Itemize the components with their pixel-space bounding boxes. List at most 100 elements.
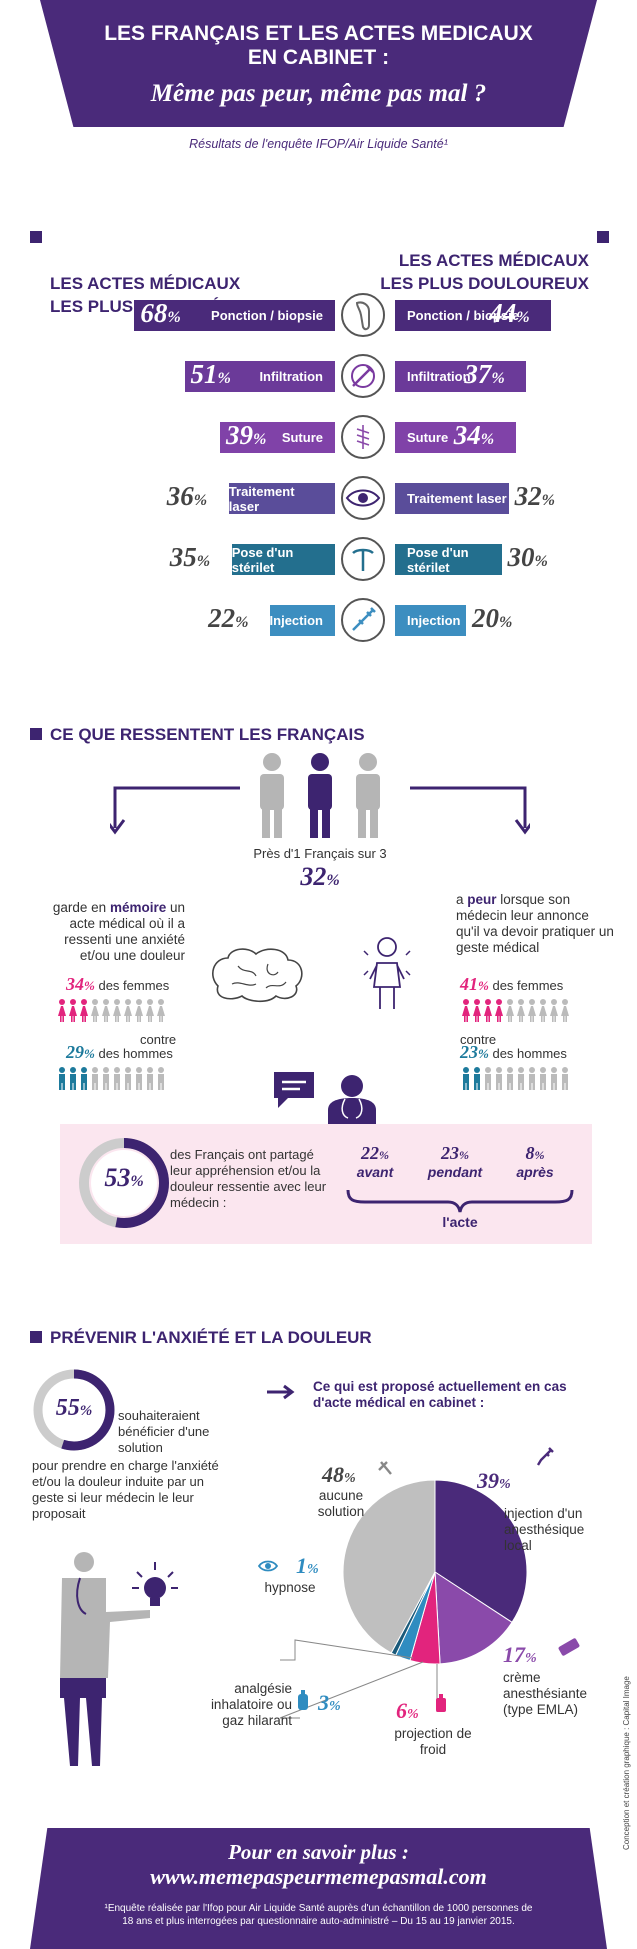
women-label: des femmes <box>492 978 564 993</box>
painful-bar: Traitement laser <box>395 483 509 514</box>
percent-sign: % <box>541 492 555 509</box>
footer-url-link[interactable]: www.memepaspeurmemepasmal.com <box>150 1864 487 1889</box>
doctor-idea-icon <box>60 1552 178 1766</box>
percent-sign: % <box>193 492 208 509</box>
painful-bar: Suture <box>395 422 516 453</box>
fear-post: lorsque son médecin leur annonce qu'il v… <box>456 892 614 955</box>
feared-percent: 39% <box>226 420 266 451</box>
painful-bar: Injection <box>395 605 466 636</box>
wish-text-b: pour prendre en charge l'anxiété et/ou l… <box>32 1458 219 1521</box>
man-icon <box>92 1067 98 1090</box>
woman-icon <box>517 999 525 1022</box>
painful-bar-label: Infiltration <box>407 369 471 384</box>
left-women-pictogram <box>56 998 168 1029</box>
percent-sign: % <box>252 431 267 448</box>
feared-bar: Injection <box>270 605 335 636</box>
suture-icon <box>341 415 385 459</box>
percent-sign: % <box>534 553 548 570</box>
percent-sign: % <box>217 370 231 387</box>
painful-bar-label: Pose d'un stérilet <box>407 544 469 575</box>
pie-slice-value: 6% <box>396 1698 419 1723</box>
men-label: des hommes <box>492 1046 567 1061</box>
survey-source: Résultats de l'enquête IFOP/Air Liquide … <box>189 137 448 151</box>
credit-wrap: Conception et création graphique : Capit… <box>622 1676 634 1862</box>
timing-label: après <box>516 1164 554 1180</box>
prevent-title: PRÉVENIR L'ANXIÉTÉ ET LA DOULEUR <box>30 1303 372 1349</box>
woman-icon <box>124 999 132 1022</box>
bullet-square-icon <box>30 231 42 243</box>
percent-sign: % <box>480 431 495 448</box>
pie-slice-value: 39% <box>477 1468 511 1493</box>
painful-percent: 34% <box>454 420 494 451</box>
three-people-icon <box>260 753 380 838</box>
pie-slice-value: 3% <box>318 1690 341 1715</box>
painful-bar: Infiltration <box>395 361 527 392</box>
pie-slice-label: analgésie inhalatoire ou gaz hilarant <box>210 1681 292 1728</box>
painful-value: 44 <box>489 298 517 328</box>
painful-value: 32 <box>514 481 542 511</box>
woman-icon <box>462 999 470 1022</box>
syringe-icon <box>535 1446 561 1477</box>
brain-icon <box>212 948 303 1003</box>
percent-sign: % <box>167 309 181 326</box>
man-icon <box>136 1067 142 1090</box>
woman-icon <box>58 999 66 1022</box>
woman-icon <box>80 999 88 1022</box>
man-icon <box>496 1067 502 1090</box>
percent-sign: % <box>79 1403 93 1419</box>
man-icon <box>540 1067 546 1090</box>
pie-slice <box>409 1571 441 1665</box>
right-women-stat: 41% des femmes <box>460 975 564 994</box>
wish-donut <box>33 1369 115 1451</box>
woman-icon <box>69 999 77 1022</box>
wish-percent: 55% <box>32 1395 116 1422</box>
scared-person-icon <box>363 937 411 1009</box>
right-men-pct: 23 <box>460 1042 478 1062</box>
prevent-title-text: PRÉVENIR L'ANXIÉTÉ ET LA DOULEUR <box>50 1328 372 1347</box>
woman-icon <box>102 999 110 1022</box>
pie-slice-label: projection de froid <box>394 1726 472 1757</box>
man-icon <box>103 1067 109 1090</box>
bullet-square-icon <box>597 231 609 243</box>
painful-bar-label: Injection <box>407 613 461 628</box>
split-arrows-icon <box>110 786 530 835</box>
left-women-pct: 34 <box>66 974 84 994</box>
feared-bar: Suture <box>219 422 335 453</box>
woman-icon <box>550 999 558 1022</box>
bullet-square-icon <box>30 728 42 740</box>
syringe-icon <box>341 598 385 642</box>
man-icon <box>147 1067 153 1090</box>
left-women-stat: 34% des femmes <box>66 974 169 994</box>
woman-icon <box>506 999 514 1022</box>
shared-pct-value: 53 <box>104 1163 131 1192</box>
feared-bar-label: Ponction / biopsie <box>211 308 323 323</box>
shared-percent: 53% <box>76 1163 172 1193</box>
patient-doctor-dialogue-icon <box>274 1072 376 1124</box>
percent-sign: % <box>84 1046 95 1061</box>
feared-bar-label: Suture <box>281 430 323 445</box>
percent-sign: % <box>130 1173 144 1190</box>
feared-value: 36 <box>166 481 194 511</box>
timing-stat: 22%avant <box>335 1143 415 1180</box>
percent-sign: % <box>478 1046 489 1061</box>
man-icon <box>474 1067 480 1090</box>
feared-value: 22 <box>208 603 236 633</box>
feelings-title: CE QUE RESSENTENT LES FRANÇAIS <box>30 700 365 746</box>
pie-leader-line <box>280 1639 414 1661</box>
woman-icon <box>91 999 99 1022</box>
arrow-right-icon <box>267 1384 295 1400</box>
pie-slice-value: 48% <box>322 1462 356 1487</box>
feared-value: 39 <box>225 420 253 450</box>
bullet-square-icon <box>30 1331 42 1343</box>
timing-pct: 23% <box>441 1143 469 1163</box>
feared-percent: 36% <box>167 481 207 512</box>
right-women-pictogram <box>460 998 572 1029</box>
footer-more: Pour en savoir plus : <box>228 1840 409 1864</box>
painful-bar-label: Ponction / biopsie <box>407 308 519 323</box>
wish-text-a: souhaiteraient bénéficier d'une solution <box>118 1408 210 1455</box>
timing-stat: 23%pendant <box>415 1143 495 1180</box>
timing-label: pendant <box>427 1164 483 1180</box>
man-icon <box>158 1067 164 1090</box>
man-icon <box>551 1067 557 1090</box>
footer-banner <box>30 1828 607 1949</box>
